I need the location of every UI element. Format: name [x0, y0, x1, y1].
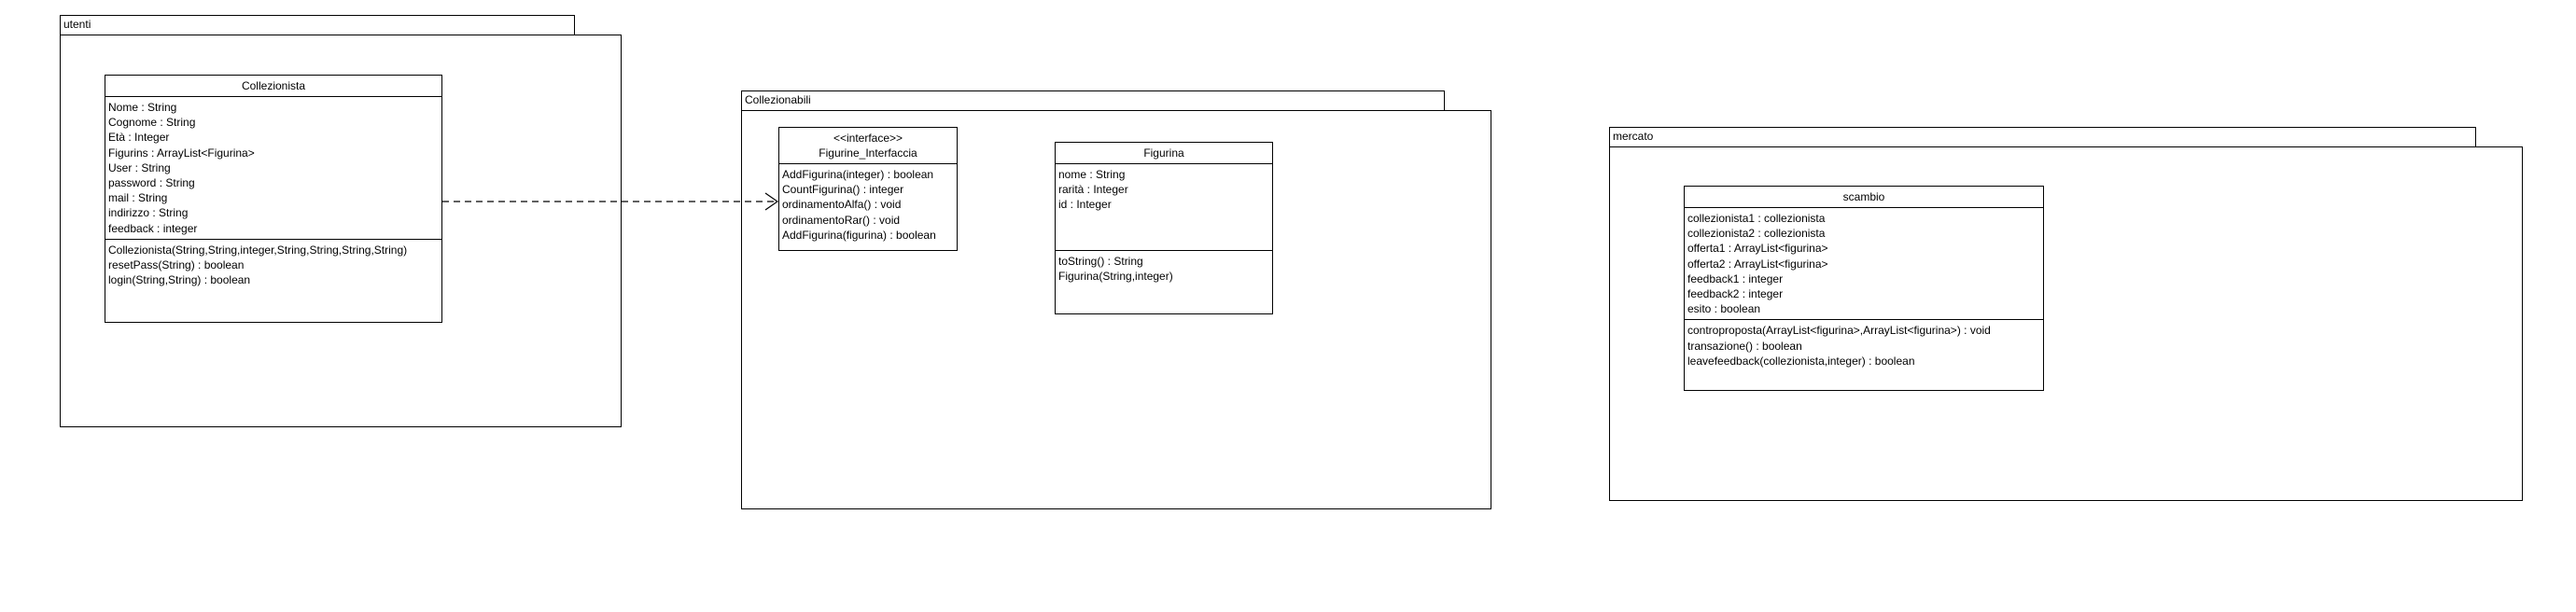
- attribute: Nome : String: [108, 101, 177, 114]
- operation: resetPass(String) : boolean: [108, 258, 245, 272]
- operation: CountFigurina() : integer: [782, 183, 904, 197]
- attribute: feedback1 : integer: [1687, 271, 1784, 285]
- attribute: esito : boolean: [1687, 302, 1761, 316]
- attribute: nome : String: [1058, 168, 1126, 181]
- attributes-compartment: nome : String rarità : Integer id : Inte…: [1056, 164, 1272, 251]
- operation: leavefeedback(collezionista,integer) : b…: [1687, 354, 1915, 368]
- class-collezionista[interactable]: Collezionista Nome : String Cognome : St…: [105, 75, 442, 323]
- attribute: offerta1 : ArrayList<figurina>: [1687, 242, 1828, 256]
- operations-compartment: toString() : String Figurina(String,inte…: [1056, 251, 1272, 286]
- package-tab-mercato: mercato: [1609, 127, 2476, 147]
- class-header: <<interface>> Figurine_Interfaccia: [779, 128, 957, 164]
- class-scambio[interactable]: scambio collezionista1 : collezionista c…: [1684, 186, 2044, 391]
- operation: Collezionista(String,String,integer,Stri…: [108, 243, 408, 257]
- class-figurina[interactable]: Figurina nome : String rarità : Integer …: [1055, 142, 1273, 314]
- package-tab-collezionabili: Collezionabili: [741, 90, 1445, 111]
- operation: transazione() : boolean: [1687, 339, 1802, 353]
- operation: toString() : String: [1058, 255, 1143, 268]
- attribute: mail : String: [108, 191, 168, 205]
- package-name-mercato: mercato: [1613, 130, 1654, 143]
- dependency-arrowhead: [764, 192, 779, 211]
- operation: ordinamentoRar() : void: [782, 213, 901, 227]
- operation: ordinamentoAlfa() : void: [782, 198, 902, 212]
- class-name: Figurina: [1143, 146, 1184, 160]
- attribute: feedback : integer: [108, 221, 198, 235]
- attribute: offerta2 : ArrayList<figurina>: [1687, 257, 1828, 271]
- attribute: User : String: [108, 160, 171, 174]
- operation: AddFigurina(integer) : boolean: [782, 168, 934, 181]
- attribute: Età : Integer: [108, 131, 170, 145]
- class-header: scambio: [1685, 187, 2043, 208]
- class-header: Figurina: [1056, 143, 1272, 164]
- package-tab-utenti: utenti: [60, 15, 575, 35]
- class-header: Collezionista: [105, 76, 441, 97]
- operation: login(String,String) : boolean: [108, 273, 251, 287]
- attribute: rarità : Integer: [1058, 183, 1128, 197]
- attribute: indirizzo : String: [108, 206, 189, 220]
- attributes-compartment: collezionista1 : collezionista collezion…: [1685, 208, 2043, 321]
- operation: Figurina(String,integer): [1058, 270, 1173, 284]
- operations-compartment: controproposta(ArrayList<figurina>,Array…: [1685, 320, 2043, 371]
- attribute: feedback2 : integer: [1687, 287, 1784, 301]
- operations-compartment: AddFigurina(integer) : boolean CountFigu…: [779, 164, 957, 245]
- class-name: Figurine_Interfaccia: [819, 146, 917, 160]
- package-name-collezionabili: Collezionabili: [745, 93, 811, 106]
- attribute: collezionista1 : collezionista: [1687, 212, 1826, 225]
- interface-figurine-interfaccia[interactable]: <<interface>> Figurine_Interfaccia AddFi…: [778, 127, 958, 251]
- class-name: scambio: [1842, 190, 1885, 203]
- attribute: password : String: [108, 176, 195, 190]
- class-name: Collezionista: [241, 79, 306, 92]
- attribute: Figurins : ArrayList<Figurina>: [108, 146, 255, 160]
- stereotype-label: <<interface>>: [833, 132, 903, 145]
- operations-compartment: Collezionista(String,String,integer,Stri…: [105, 240, 441, 291]
- attribute: Cognome : String: [108, 116, 196, 130]
- attribute: id : Integer: [1058, 198, 1112, 212]
- operation: controproposta(ArrayList<figurina>,Array…: [1687, 324, 1991, 338]
- attribute: collezionista2 : collezionista: [1687, 227, 1826, 241]
- package-name-utenti: utenti: [63, 18, 91, 31]
- operation: AddFigurina(figurina) : boolean: [782, 228, 936, 242]
- attributes-compartment: Nome : String Cognome : String Età : Int…: [105, 97, 441, 240]
